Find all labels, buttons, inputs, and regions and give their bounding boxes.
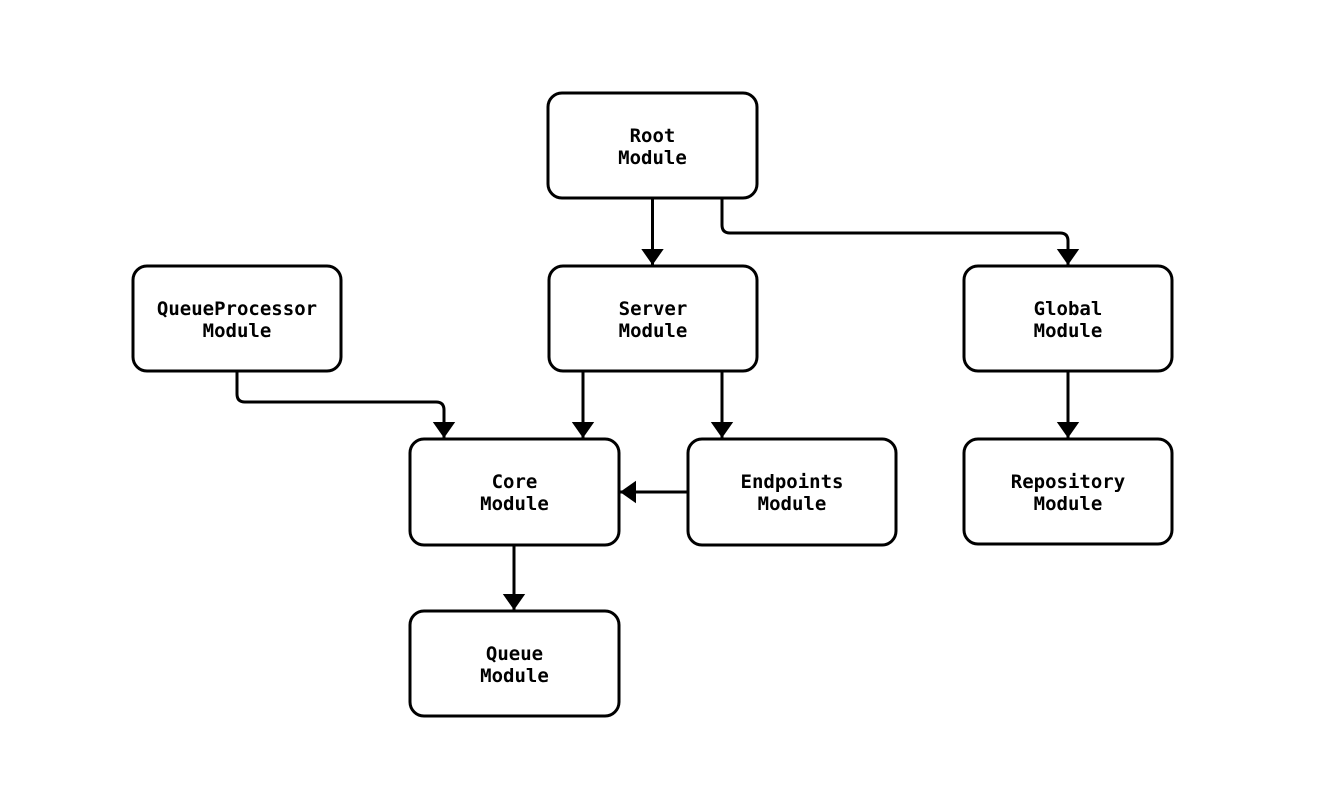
node-server-module-label-line2: Module xyxy=(619,320,688,342)
node-server-module-label-line1: Server xyxy=(619,298,688,320)
node-server-module-box xyxy=(547,264,759,373)
node-global-module-label-line1: Global xyxy=(1034,298,1103,320)
node-root-module-box xyxy=(546,91,759,200)
node-repository-module-label-line1: Repository xyxy=(1011,471,1125,493)
edge-root-to-global xyxy=(720,198,1080,265)
node-queue-module-label-line1: Queue xyxy=(486,643,543,665)
node-root-module-label-line2: Module xyxy=(618,147,687,169)
node-endpoints-module-box xyxy=(686,437,898,547)
node-queue-module-box xyxy=(408,609,621,718)
node-repository-module-label-line2: Module xyxy=(1034,493,1103,515)
node-repository-module: Repository Module xyxy=(962,437,1174,546)
node-endpoints-module: Endpoints Module xyxy=(686,437,898,547)
node-global-module: Global Module xyxy=(962,264,1174,373)
node-queue-processor-module-label-line2: Module xyxy=(203,320,272,342)
node-core-module-label-line1: Core xyxy=(492,471,538,493)
edge-queueprocessor-to-core xyxy=(235,371,456,438)
node-repository-module-box xyxy=(962,437,1174,546)
node-queue-processor-module-box xyxy=(131,264,343,373)
edge-layer xyxy=(235,198,1080,610)
node-core-module-label-line2: Module xyxy=(480,493,549,515)
node-root-module: Root Module xyxy=(546,91,759,200)
node-queue-processor-module-label-line1: QueueProcessor xyxy=(157,298,317,320)
node-endpoints-module-label-line2: Module xyxy=(758,493,827,515)
node-global-module-label-line2: Module xyxy=(1034,320,1103,342)
node-queue-module-label-line2: Module xyxy=(480,665,549,687)
node-endpoints-module-label-line1: Endpoints xyxy=(741,471,844,493)
node-server-module: Server Module xyxy=(547,264,759,373)
node-core-module-box xyxy=(408,437,621,547)
node-global-module-box xyxy=(962,264,1174,373)
node-core-module: Core Module xyxy=(408,437,621,547)
node-queue-module: Queue Module xyxy=(408,609,621,718)
node-root-module-label-line1: Root xyxy=(630,125,676,147)
node-queue-processor-module: QueueProcessor Module xyxy=(131,264,343,373)
